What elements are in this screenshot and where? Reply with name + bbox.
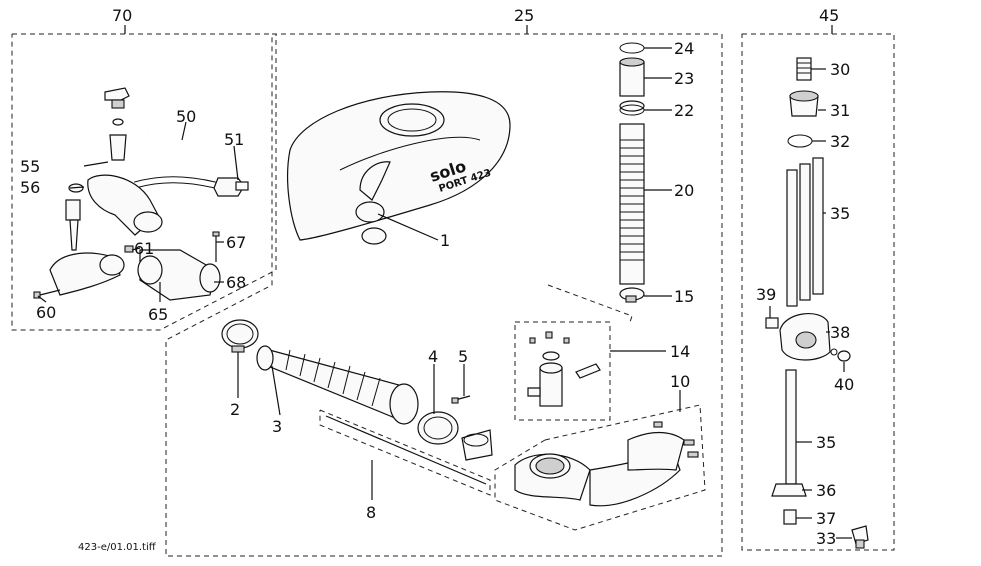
part-label-32: 32 (830, 132, 850, 151)
valve-body-lower (49, 249, 221, 301)
elbow-10 (514, 421, 699, 507)
corrugated-hose-20 (619, 123, 645, 285)
sub-box-10 (494, 404, 706, 531)
o-ring-32 (787, 134, 813, 148)
plug-39 (765, 317, 779, 329)
part-label-37: 37 (816, 509, 836, 528)
bolt-67 (212, 231, 220, 262)
part-label-22: 22 (674, 101, 694, 120)
part-label-60: 60 (36, 303, 56, 322)
clamp-15 (619, 287, 645, 303)
part-label-50: 50 (176, 107, 196, 126)
screw-5 (451, 395, 471, 404)
valve-33 (851, 525, 869, 549)
group-25-box (165, 25, 723, 557)
sleeve-23 (619, 57, 645, 97)
leader-lines (37, 47, 852, 539)
part-label-24: 24 (674, 39, 694, 58)
valve-body-upper (65, 174, 163, 251)
group-label-70: 70 (112, 6, 132, 25)
strip-8 (325, 415, 487, 485)
part-label-5: 5 (458, 347, 468, 366)
part-label-15: 15 (674, 287, 694, 306)
part-label-1: 1 (440, 231, 450, 250)
nozzle-tip-37 (783, 509, 797, 525)
connector-piece (461, 429, 493, 461)
part-label-33: 33 (816, 529, 836, 548)
part-label-56: 56 (20, 178, 40, 197)
bellows-3 (256, 345, 419, 425)
part-label-35-lower: 35 (816, 433, 836, 452)
part-label-68: 68 (226, 273, 246, 292)
part-label-23: 23 (674, 69, 694, 88)
part-label-2: 2 (230, 400, 240, 419)
tube-35-lower (785, 369, 797, 485)
part-label-35-upper: 35 (830, 204, 850, 223)
tee-fitting-51 (213, 177, 249, 197)
part-label-51: 51 (224, 130, 244, 149)
nut-36 (771, 483, 807, 497)
group-label-45: 45 (819, 6, 839, 25)
clamp-22 (619, 100, 645, 116)
part-label-36: 36 (816, 481, 836, 500)
part-label-38: 38 (830, 323, 850, 342)
tap-valve-55 (104, 87, 130, 161)
cap-31 (789, 90, 819, 117)
part-label-10: 10 (670, 372, 690, 391)
group-label-25: 25 (514, 6, 534, 25)
fitting-40 (830, 348, 851, 362)
part-label-61: 61 (134, 239, 154, 258)
part-label-40: 40 (834, 375, 854, 394)
tubes-35-upper (786, 157, 824, 307)
sub-box-14 (514, 284, 633, 421)
group-70-box (11, 25, 277, 331)
part-label-4: 4 (428, 347, 438, 366)
manifold-38 (779, 313, 831, 361)
screw-60 (33, 289, 61, 299)
hose-50 (134, 128, 217, 189)
tank-1: solo PORT 423 (287, 91, 511, 245)
part-label-20: 20 (674, 181, 694, 200)
clamp-2 (221, 319, 259, 353)
sub-box-8 (319, 409, 491, 496)
nozzle-30 (796, 57, 812, 81)
part-label-3: 3 (272, 417, 282, 436)
clamp-4 (417, 411, 459, 445)
part-label-67: 67 (226, 233, 246, 252)
screw-61 (124, 245, 134, 253)
part-label-55: 55 (20, 157, 40, 176)
o-ring-24 (619, 42, 645, 54)
part-label-8: 8 (366, 503, 376, 522)
part-label-31: 31 (830, 101, 850, 120)
part-label-14: 14 (670, 342, 690, 361)
file-caption: 423-e/01.01.tiff (78, 542, 157, 553)
valve-assembly-14 (527, 331, 601, 407)
part-label-39: 39 (756, 285, 776, 304)
part-label-30: 30 (830, 60, 850, 79)
group-45-box (741, 25, 895, 551)
part-label-65: 65 (148, 305, 168, 324)
